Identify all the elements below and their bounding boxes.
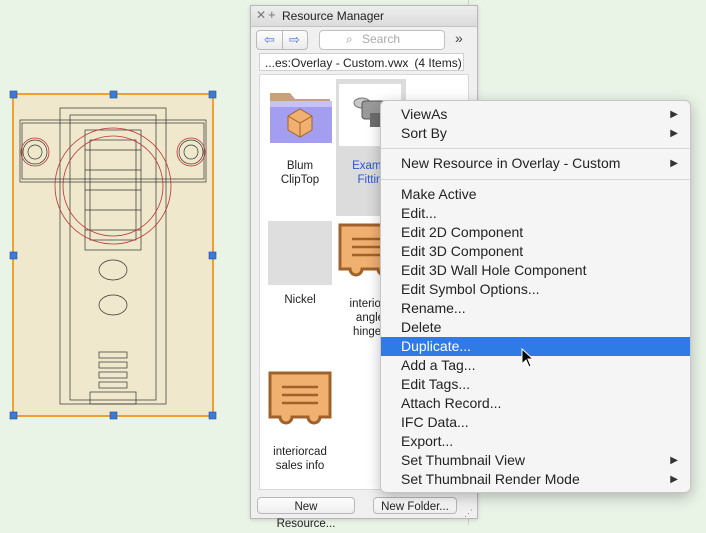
forward-arrow-icon[interactable]: ⇨ [289, 32, 300, 47]
resource-item[interactable]: Nickel [264, 221, 336, 307]
menu-item-set-thumbnail-view[interactable]: Set Thumbnail View▶ [401, 452, 678, 468]
close-icon[interactable]: ✕ [256, 8, 267, 22]
menu-item-edit-symbol-options[interactable]: Edit Symbol Options... [401, 281, 540, 297]
new-folder-button[interactable]: New Folder... [373, 497, 457, 514]
more-chevron-icon[interactable]: » [455, 30, 463, 46]
menu-item-add-tag[interactable]: Add a Tag... [401, 357, 476, 373]
panel-title: Resource Manager [282, 9, 385, 23]
file-selector[interactable]: ...es:Overlay - Custom.vwx (4 Items) [259, 53, 464, 71]
menu-item-edit-3d-wall-hole[interactable]: Edit 3D Wall Hole Component [401, 262, 587, 278]
material-swatch-icon [268, 221, 332, 285]
menu-item-attach-record[interactable]: Attach Record... [401, 395, 502, 411]
menu-item-make-active[interactable]: Make Active [401, 186, 477, 202]
menu-item-viewas[interactable]: ViewAs▶ [401, 106, 678, 122]
menu-item-sort-by[interactable]: Sort By▶ [401, 125, 678, 141]
submenu-arrow-icon: ▶ [670, 128, 678, 139]
new-resource-button[interactable]: New Resource... [257, 497, 355, 530]
item-count: (4 Items) [414, 56, 462, 70]
menu-item-edit[interactable]: Edit... [401, 205, 437, 221]
menu-separator [381, 179, 690, 180]
resize-grip-icon[interactable]: ⋰ [464, 508, 473, 518]
add-icon[interactable]: + [268, 7, 276, 22]
resource-manager-panel: ✕ + Resource Manager ⇦ ⇨ ⌕ » ...es:Overl… [250, 5, 516, 530]
menu-item-duplicate[interactable]: Duplicate... [381, 337, 690, 356]
mouse-pointer-icon [521, 348, 535, 368]
resource-label: Nickel [284, 294, 316, 306]
menu-item-ifc-data[interactable]: IFC Data... [401, 414, 469, 430]
selected-drawing-object[interactable] [0, 80, 230, 430]
menu-separator [381, 148, 690, 149]
menu-item-set-thumbnail-render-mode[interactable]: Set Thumbnail Render Mode▶ [401, 471, 678, 487]
menu-item-edit-2d[interactable]: Edit 2D Component [401, 224, 524, 240]
submenu-arrow-icon: ▶ [670, 158, 678, 169]
submenu-arrow-icon: ▶ [670, 109, 678, 120]
menu-item-rename[interactable]: Rename... [401, 300, 466, 316]
menu-item-edit-3d[interactable]: Edit 3D Component [401, 243, 524, 259]
menu-item-delete[interactable]: Delete [401, 319, 442, 335]
search-icon: ⌕ [346, 32, 353, 46]
search-input[interactable] [362, 32, 437, 46]
menu-item-export[interactable]: Export... [401, 433, 454, 449]
record-format-icon [268, 371, 332, 425]
back-arrow-icon[interactable]: ⇦ [257, 31, 283, 49]
submenu-arrow-icon: ▶ [670, 474, 678, 485]
history-nav: ⇦ ⇨ [256, 30, 308, 50]
submenu-arrow-icon: ▶ [670, 455, 678, 466]
menu-item-edit-tags[interactable]: Edit Tags... [401, 376, 471, 392]
menu-item-new-resource[interactable]: New Resource in Overlay - Custom▶ [401, 155, 678, 171]
search-field[interactable]: ⌕ [319, 30, 445, 50]
folder-icon [270, 93, 332, 143]
file-name: ...es:Overlay - Custom.vwx [265, 56, 409, 70]
panel-title-bar[interactable]: ✕ + Resource Manager [251, 6, 477, 27]
context-menu: ViewAs▶ Sort By▶ New Resource in Overlay… [380, 100, 691, 493]
